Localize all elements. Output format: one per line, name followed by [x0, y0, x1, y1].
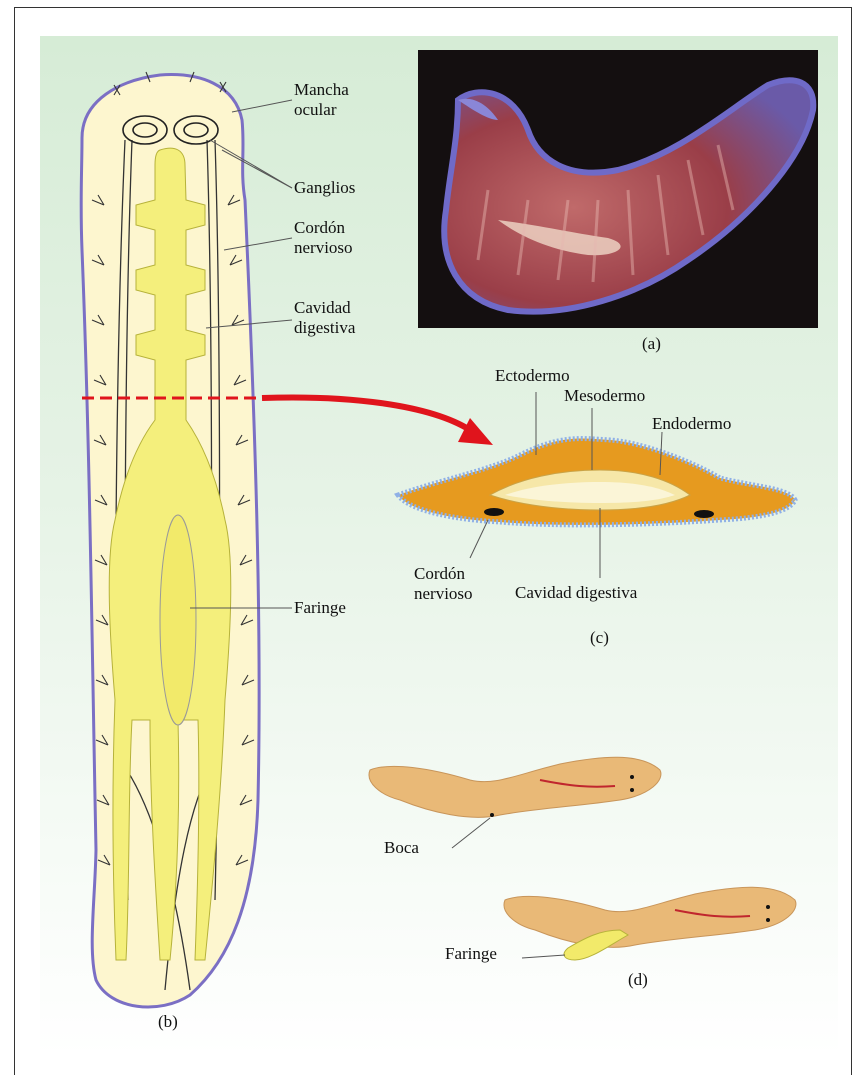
label-ganglios: Ganglios	[294, 178, 355, 198]
section-arrow	[262, 397, 470, 430]
label-boca: Boca	[384, 838, 419, 858]
label-mancha-ocular: Mancha ocular	[294, 80, 349, 120]
label-cordon-nervioso: Cordón nervioso	[294, 218, 353, 258]
label-panel-b: (b)	[158, 1012, 178, 1032]
label-panel-d: (d)	[628, 970, 648, 990]
label-mesodermo: Mesodermo	[564, 386, 645, 406]
label-faringe-b: Faringe	[294, 598, 346, 618]
label-cavidad-digestiva-c: Cavidad digestiva	[515, 583, 637, 603]
planarian-anatomy-drawing	[81, 72, 259, 1007]
label-cordon-nervioso-c: Cordón nervioso	[414, 564, 473, 604]
label-faringe-d: Faringe	[445, 944, 497, 964]
section-arrowhead	[458, 418, 493, 445]
worms-drawing	[369, 757, 796, 960]
cross-section-drawing	[398, 392, 795, 578]
label-endodermo: Endodermo	[652, 414, 731, 434]
label-panel-c: (c)	[590, 628, 609, 648]
label-cavidad-digestiva: Cavidad digestiva	[294, 298, 355, 338]
pharynx	[160, 515, 196, 725]
label-ectodermo: Ectodermo	[495, 366, 570, 386]
label-panel-a: (a)	[642, 334, 661, 354]
